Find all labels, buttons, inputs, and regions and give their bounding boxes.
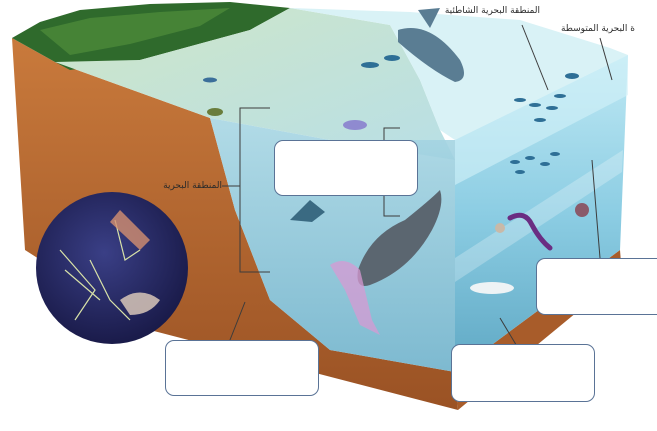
answer-box-3[interactable] <box>165 340 319 396</box>
purple-fish <box>343 120 367 130</box>
bottom-caption <box>160 408 630 424</box>
top-label-1: المنطقة البحرية الشاطئية <box>430 6 540 16</box>
top-label-2: ة البحرية المتوسطة <box>525 24 635 34</box>
turtle <box>207 108 223 116</box>
answer-box-2[interactable] <box>536 258 657 315</box>
answer-box-4[interactable] <box>451 344 595 402</box>
white-fish <box>470 282 514 294</box>
left-zone-label: المنطقة البحرية <box>140 181 222 191</box>
answer-box-1[interactable] <box>274 140 418 196</box>
small-octopus <box>575 203 589 217</box>
snail <box>495 223 505 233</box>
plankton-circle <box>36 192 188 344</box>
small-fish-left <box>203 78 217 83</box>
